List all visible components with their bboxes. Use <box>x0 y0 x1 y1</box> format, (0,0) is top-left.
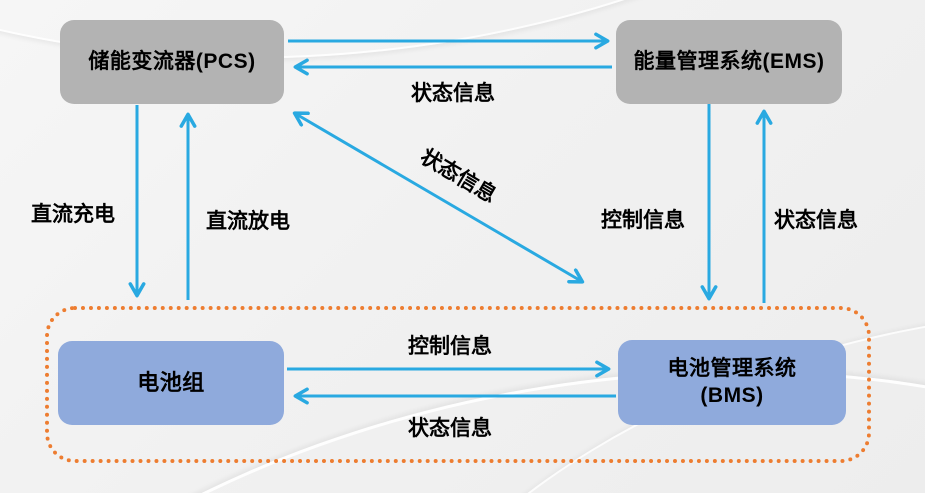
node-battery-label: 电池组 <box>137 370 205 396</box>
label-dc-discharge: 直流放电 <box>206 210 290 233</box>
label-pcs-ems-status: 状态信息 <box>411 82 495 105</box>
label-ems-control: 控制信息 <box>601 209 685 232</box>
node-pcs: 储能变流器(PCS) <box>60 20 284 104</box>
label-dc-charge: 直流充电 <box>31 203 115 226</box>
label-bms-battery-status: 状态信息 <box>408 417 492 440</box>
node-bms-label-line2: (BMS) <box>700 383 764 407</box>
node-bms: 电池管理系统 (BMS) <box>618 340 846 425</box>
node-bms-label-line1: 电池管理系统 <box>667 357 797 381</box>
battery-system-dotted-container <box>45 306 871 463</box>
node-battery: 电池组 <box>58 341 284 425</box>
node-ems-label: 能量管理系统(EMS) <box>633 49 825 73</box>
label-battery-bms-control: 控制信息 <box>408 335 492 358</box>
node-pcs-label: 储能变流器(PCS) <box>88 49 256 73</box>
node-ems: 能量管理系统(EMS) <box>616 20 842 104</box>
label-ems-status: 状态信息 <box>774 209 858 232</box>
